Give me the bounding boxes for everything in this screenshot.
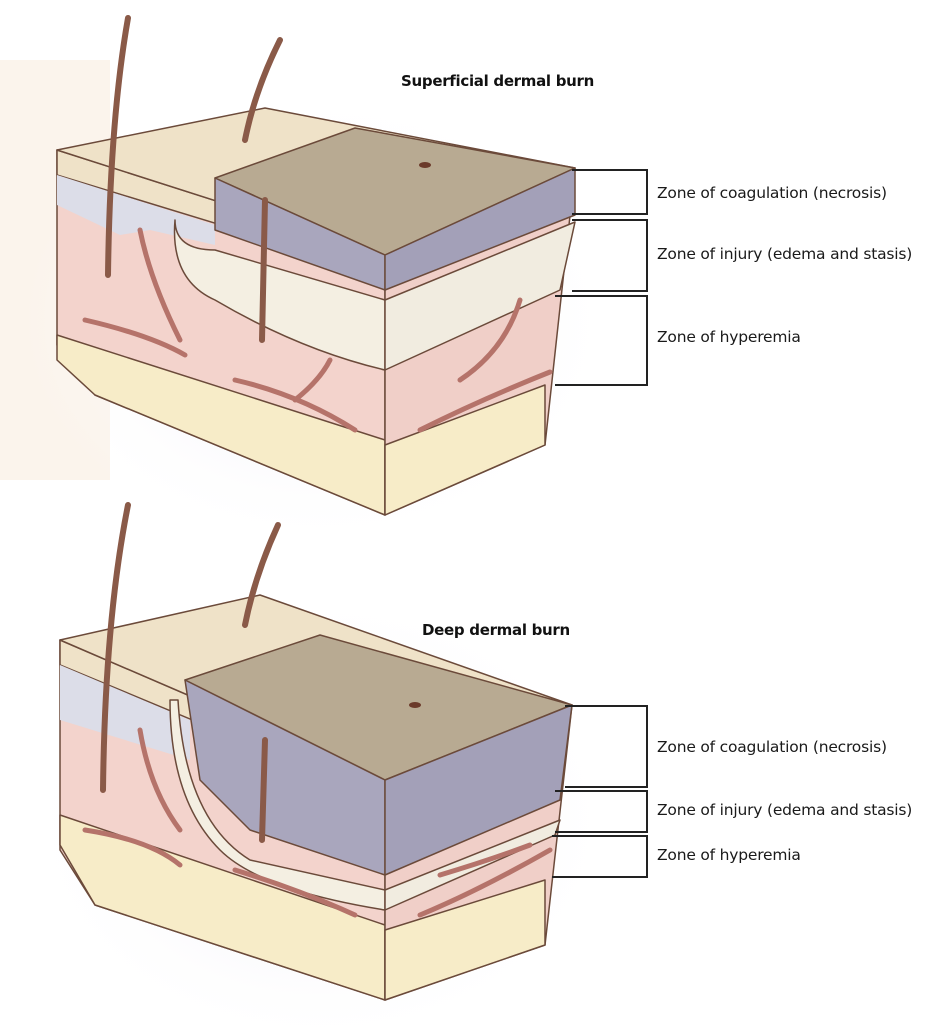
hair-icon bbox=[100, 502, 281, 843]
bracket-injury bbox=[555, 790, 648, 833]
zone-label-injury: Zone of injury (edema and stasis) bbox=[657, 801, 913, 819]
bracket-coagulation bbox=[565, 705, 648, 788]
zone-label-coagulation: Zone of coagulation (necrosis) bbox=[657, 184, 887, 202]
edema-layer bbox=[173, 219, 386, 371]
bracket-coagulation bbox=[572, 169, 648, 215]
fat-right bbox=[384, 384, 546, 516]
necrosis-front bbox=[184, 679, 386, 876]
bracket-hyperemia bbox=[552, 835, 648, 878]
diagram-title-superficial: Superficial dermal burn bbox=[401, 72, 594, 90]
deep-burn-block bbox=[59, 502, 573, 1001]
zone-label-injury: Zone of injury (edema and stasis) bbox=[657, 245, 913, 263]
superficial-burn-block bbox=[56, 15, 576, 516]
zone-label-hyperemia: Zone of hyperemia bbox=[657, 328, 801, 346]
hair-icon bbox=[105, 15, 283, 343]
bracket-hyperemia bbox=[555, 295, 648, 386]
diagram-title-deep: Deep dermal burn bbox=[422, 621, 570, 639]
bracket-injury bbox=[572, 219, 648, 292]
fat-right bbox=[384, 879, 546, 1001]
zone-label-coagulation: Zone of coagulation (necrosis) bbox=[657, 738, 887, 756]
zone-label-hyperemia: Zone of hyperemia bbox=[657, 846, 801, 864]
fat-front bbox=[56, 334, 386, 516]
